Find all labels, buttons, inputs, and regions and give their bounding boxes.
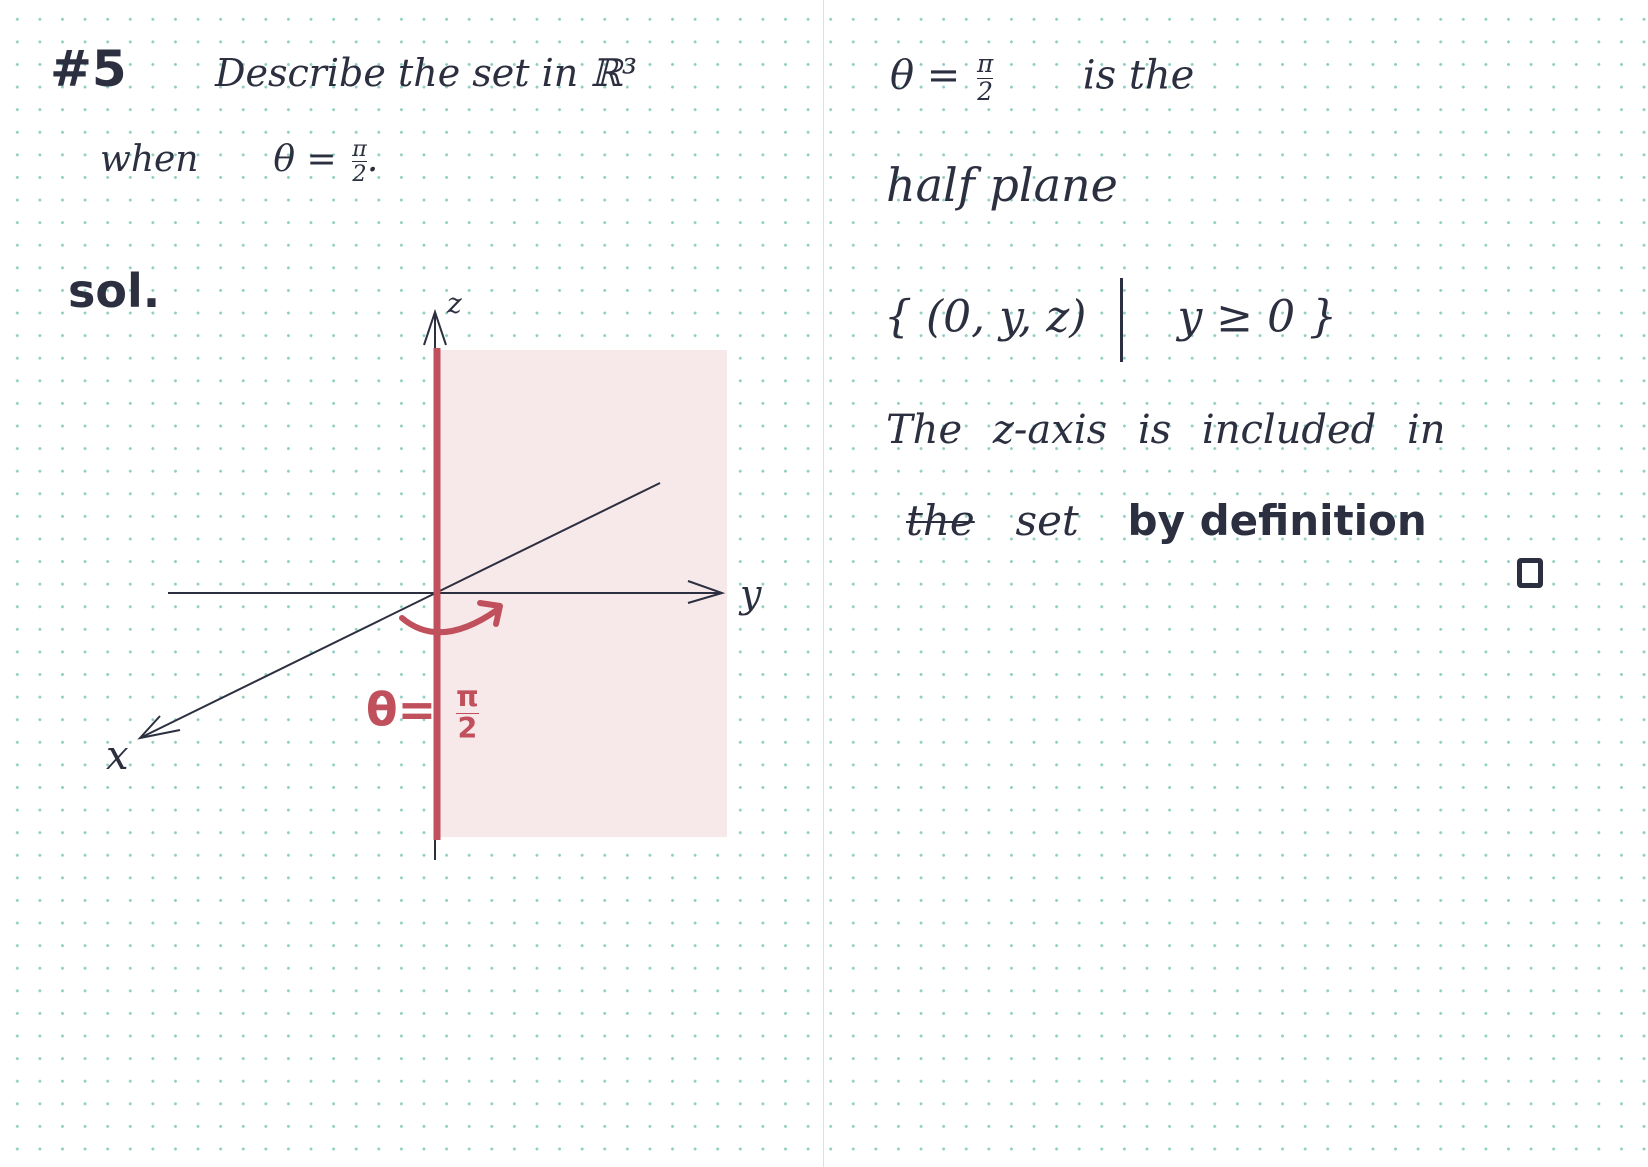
x-axis-label: x: [106, 736, 129, 776]
angle-label-theta: θ=: [366, 683, 436, 737]
set-notation-left: { (0, y, z): [884, 292, 1086, 343]
answer-set-notation: { (0, y, z) y ≥ 0 }: [884, 278, 1337, 362]
qed-square-icon: [1517, 558, 1543, 588]
answer-is-the: is the: [1083, 52, 1195, 98]
answer-line5: the set by definition: [906, 500, 1427, 542]
angle-label-fraction: π 2: [456, 683, 479, 743]
answer-pi-over-two: π 2: [977, 52, 993, 105]
angle-label-num: π: [456, 683, 479, 712]
angle-label: θ= π 2: [366, 683, 479, 743]
answer-pi-den: 2: [977, 80, 993, 105]
angle-label-den: 2: [458, 715, 478, 744]
set-notation-bar: [1120, 278, 1123, 362]
answer-by-definition: by definition: [1128, 496, 1427, 545]
set-notation-condition: y ≥ 0 }: [1177, 292, 1337, 343]
answer-line1: θ = π 2 is the: [890, 52, 1194, 105]
answer-set-word: set: [1016, 496, 1079, 545]
z-axis-label: z: [447, 290, 462, 318]
answer-theta-equals: θ =: [890, 52, 960, 98]
answer-pi-num: π: [977, 52, 993, 77]
answer-half-plane: half plane: [886, 162, 1118, 208]
answer-line4: The z-axis is included in: [886, 410, 1446, 450]
y-axis-label: y: [740, 575, 761, 613]
answer-struck-word: the: [906, 496, 975, 545]
